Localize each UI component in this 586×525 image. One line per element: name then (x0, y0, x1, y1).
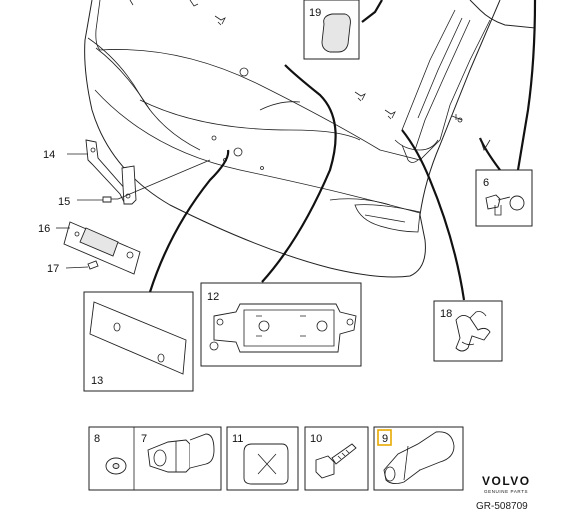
part-18-box: 18 (433, 300, 503, 362)
part-16-plate: 16 (38, 221, 141, 275)
part-10-box: 10 (304, 426, 369, 491)
part-8-7-box: 8 7 (88, 426, 222, 491)
part-17-screw: 17 (47, 260, 99, 275)
part-15-screw: 15 (58, 159, 211, 208)
part-12-box: 12 (200, 282, 362, 367)
callout-14: 14 (43, 149, 55, 161)
callout-6: 6 (483, 177, 489, 189)
tailgate-assembly (84, 0, 536, 278)
brand-logo: VOLVO (482, 474, 531, 488)
reference-number: GR-508709 (476, 501, 528, 512)
callout-10: 10 (310, 433, 322, 445)
brand-sub: GENUINE PARTS (484, 489, 528, 494)
callout-11: 11 (232, 433, 243, 445)
callout-19: 19 (309, 7, 321, 19)
part-14-bracket: 14 (43, 139, 137, 205)
part-6-box: 6 (475, 169, 533, 227)
callout-8: 8 (94, 433, 100, 445)
callout-9: 9 (382, 433, 388, 445)
callout-7: 7 (141, 433, 147, 445)
callout-16: 16 (38, 223, 50, 235)
callout-12: 12 (207, 291, 219, 303)
part-9-box: 9 (373, 426, 464, 491)
callout-18: 18 (440, 308, 452, 320)
callout-9-highlight (377, 429, 392, 446)
part-11-box: 11 (226, 426, 299, 491)
branding: VOLVO GENUINE PARTS GR-508709 (476, 474, 531, 512)
callout-15: 15 (58, 196, 70, 208)
callout-13: 13 (91, 375, 103, 387)
leader-lines (148, 0, 537, 301)
callout-17: 17 (47, 263, 59, 275)
part-13-box: 13 (83, 291, 194, 392)
part-19-box: 19 (303, 0, 360, 60)
